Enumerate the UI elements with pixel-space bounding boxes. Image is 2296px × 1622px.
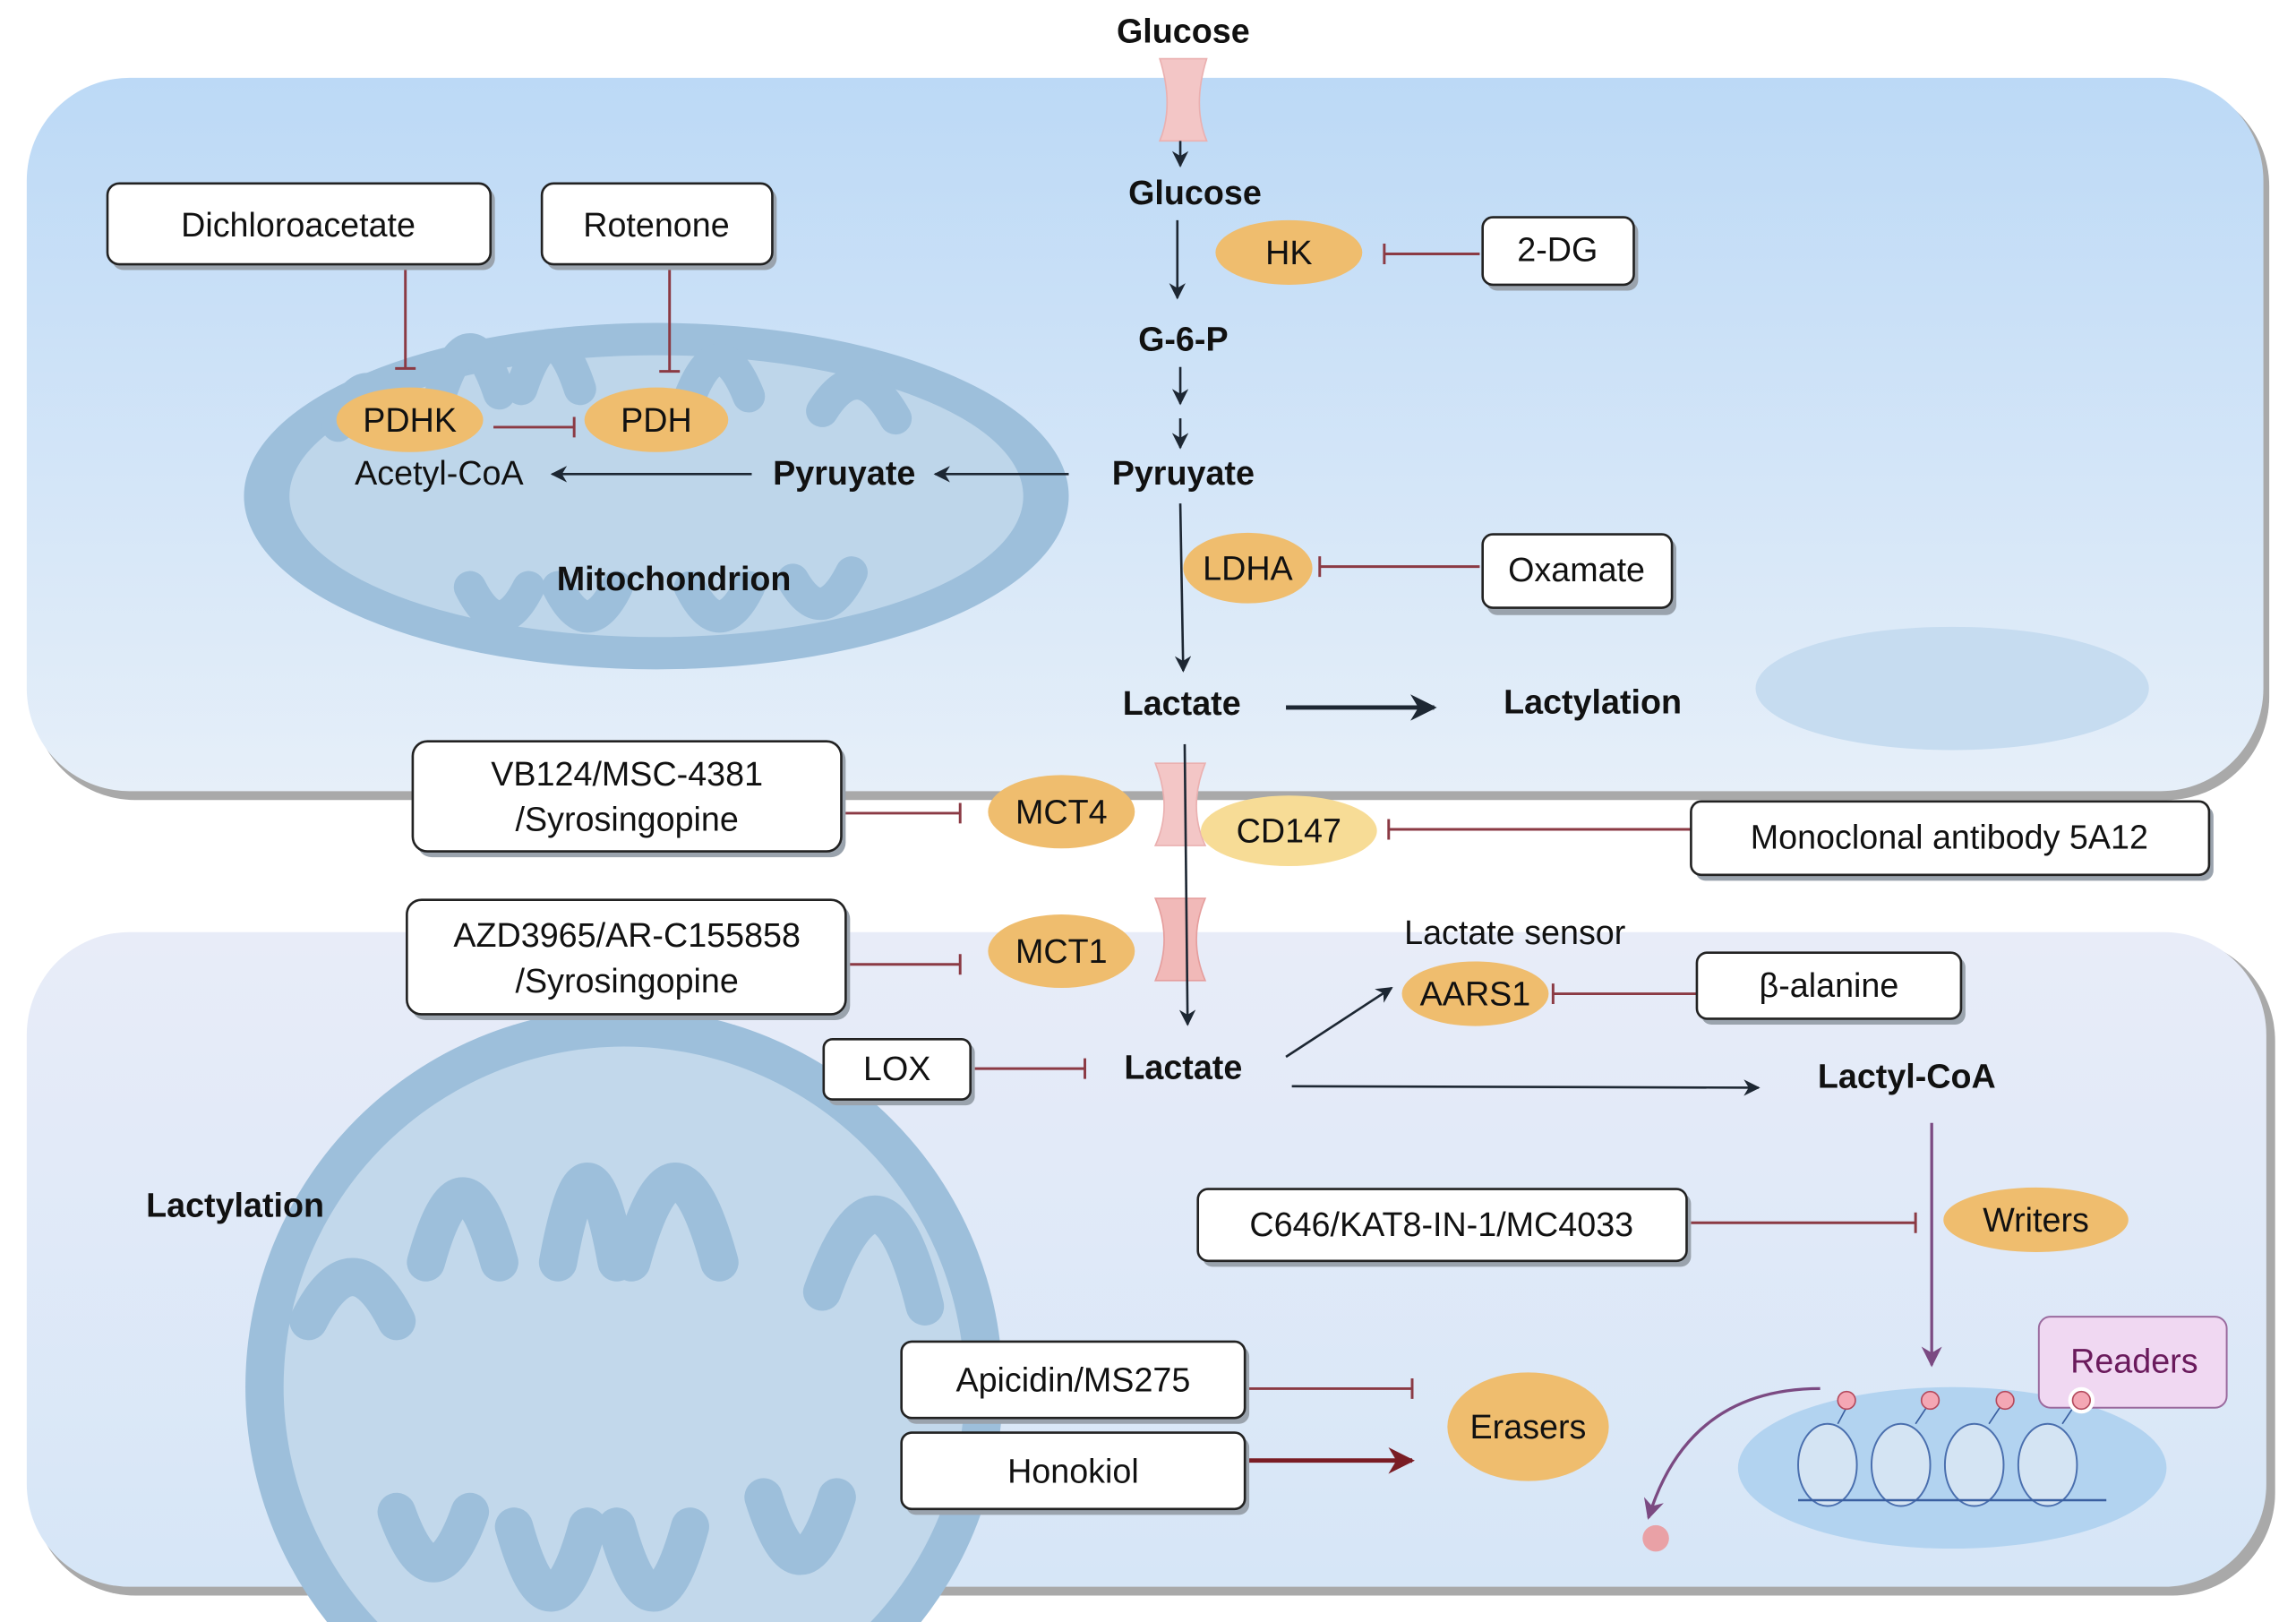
- inhibitor-box-2dg[interactable]: 2-DG: [1481, 216, 1639, 291]
- enzyme-pdh[interactable]: PDH: [584, 387, 729, 452]
- enzyme-label: PDH: [621, 401, 692, 439]
- enzyme-pdhk[interactable]: PDHK: [336, 387, 484, 452]
- enzyme-label: MCT1: [1015, 932, 1108, 970]
- glucose-transporter-icon: [1158, 57, 1208, 142]
- lactate-sensor-label: Lactate sensor: [1404, 914, 1625, 951]
- inhibitor-label-line1: VB124/MSC-4381: [491, 755, 763, 793]
- pathway-arrows: [550, 141, 1942, 1474]
- enzyme-label: AARS1: [1420, 975, 1531, 1013]
- metabolite-lactate-intracellular: Lactate: [1123, 684, 1241, 722]
- activator-label: Honokiol: [1007, 1452, 1139, 1489]
- inhibitor-box-lox[interactable]: LOX: [822, 1038, 975, 1106]
- inhibitor-box-apicidin[interactable]: Apicidin/MS275: [900, 1340, 1250, 1424]
- enzyme-label: LDHA: [1203, 549, 1293, 587]
- enzyme-mct1[interactable]: MCT1: [988, 914, 1135, 988]
- eraser-removal-arrow: [1643, 1386, 1821, 1520]
- activator-box-honokiol[interactable]: Honokiol: [900, 1431, 1250, 1515]
- lactylation-label: Lactylation: [1504, 683, 1682, 721]
- enzyme-label: Writers: [1983, 1201, 2089, 1239]
- inhibitor-box-dichloroacetate[interactable]: Dichloroacetate: [106, 182, 495, 270]
- enzyme-label: Erasers: [1470, 1408, 1587, 1446]
- inhibitor-label: Dichloroacetate: [181, 206, 416, 244]
- inhibitor-label: LOX: [863, 1050, 930, 1087]
- metabolite-glucose: Glucose: [1128, 174, 1262, 211]
- inhibitor-box-oxamate[interactable]: Oxamate: [1481, 533, 1677, 615]
- enzyme-label: MCT4: [1015, 793, 1108, 830]
- inhibitor-box-writers[interactable]: C646/KAT8-IN-1/MC4033: [1196, 1188, 1692, 1267]
- mitochondrion-label: Mitochondrion: [557, 560, 792, 597]
- inhibitor-label: Oxamate: [1508, 551, 1645, 588]
- enzyme-label: HK: [1265, 234, 1312, 271]
- metabolite-acetyl-coa: Acetyl-CoA: [355, 454, 524, 492]
- readers-box[interactable]: Readers: [2037, 1316, 2228, 1409]
- enzyme-label: PDHK: [363, 401, 457, 439]
- inhibitor-box-beta-alanine[interactable]: β-alanine: [1695, 951, 1966, 1025]
- metabolite-lactate-recipient: Lactate: [1124, 1049, 1242, 1086]
- lactyl-mark-icon: [2071, 1390, 2092, 1411]
- mct4-transporter-icon: [1153, 762, 1207, 846]
- readers-label: Readers: [2070, 1342, 2197, 1379]
- inhibitor-box-cd147[interactable]: Monoclonal antibody 5A12: [1690, 800, 2214, 881]
- mitochondrion-icon: [244, 322, 1069, 670]
- inhibitor-label-line2: /Syrosingopine: [516, 962, 739, 1000]
- inhibitor-label: 2-DG: [1517, 231, 1598, 269]
- nucleosome-icon: [1737, 1386, 2167, 1549]
- mitochondrion-icon-lower: [245, 1008, 1003, 1622]
- enzyme-writers[interactable]: Writers: [1943, 1187, 2129, 1252]
- inhibitor-box-mct1[interactable]: AZD3965/AR-C155858 /Syrosingopine: [406, 898, 851, 1021]
- inhibition-lines: [395, 244, 1917, 1399]
- inhibitor-label: Rotenone: [583, 206, 729, 244]
- metabolite-glucose-extracellular: Glucose: [1117, 13, 1250, 50]
- metabolite-pyruvate: Pyruyate: [1112, 454, 1255, 492]
- enzyme-label: CD147: [1237, 812, 1341, 850]
- enzyme-erasers[interactable]: Erasers: [1447, 1372, 1609, 1481]
- enzyme-cd147[interactable]: CD147: [1201, 795, 1377, 866]
- vesicle-icon: [1755, 626, 2149, 751]
- enzyme-hk[interactable]: HK: [1215, 219, 1363, 285]
- inhibitor-label: Monoclonal antibody 5A12: [1751, 818, 2148, 855]
- metabolite-g6p: G-6-P: [1138, 321, 1229, 358]
- inhibitor-label: C646/KAT8-IN-1/MC4033: [1249, 1206, 1633, 1243]
- inhibitor-label-line2: /Syrosingopine: [516, 801, 739, 838]
- metabolite-pyruvate-mitochondrial: Pyruyate: [773, 454, 915, 492]
- enzyme-aars1[interactable]: AARS1: [1401, 961, 1549, 1026]
- inhibitor-box-rotenone[interactable]: Rotenone: [540, 182, 777, 270]
- metabolite-lactyl-coa: Lactyl-CoA: [1818, 1057, 1996, 1094]
- inhibitor-label: Apicidin/MS275: [955, 1361, 1190, 1399]
- enzyme-ldha[interactable]: LDHA: [1183, 532, 1313, 604]
- inhibitor-label: β-alanine: [1760, 966, 1899, 1004]
- enzyme-mct4[interactable]: MCT4: [988, 775, 1135, 849]
- inhibitor-label-line1: AZD3965/AR-C155858: [453, 916, 801, 954]
- inhibitor-box-mct4[interactable]: VB124/MSC-4381 /Syrosingopine: [411, 740, 846, 858]
- released-lactyl-group-icon: [1642, 1524, 1669, 1552]
- lactylation-section-label: Lactylation: [146, 1187, 324, 1224]
- mct1-transporter-icon: [1153, 897, 1207, 982]
